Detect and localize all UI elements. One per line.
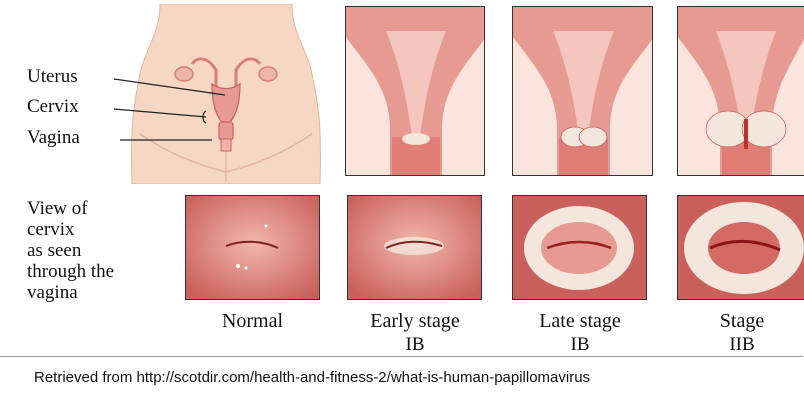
uterus-label: Uterus bbox=[27, 66, 78, 87]
cross-section-late-stage bbox=[512, 6, 653, 176]
view-line-5: vagina bbox=[27, 282, 187, 303]
cross-section-early-stage bbox=[345, 6, 485, 176]
stage-label-early-line2: IB bbox=[340, 333, 490, 357]
cervix-view-description: View of cervix as seen through the vagin… bbox=[27, 198, 187, 303]
source-caption: Retrieved from http://scotdir.com/health… bbox=[34, 369, 590, 386]
stage-label-iib: Stage IIB bbox=[680, 309, 804, 357]
stage-label-late-line1: Late stage bbox=[539, 310, 621, 332]
view-line-3: as seen bbox=[27, 240, 187, 261]
source-caption-bar: Retrieved from http://scotdir.com/health… bbox=[0, 356, 803, 397]
stage-label-late-line2: IB bbox=[505, 333, 655, 357]
stage-label-iib-line1: Stage bbox=[720, 310, 764, 332]
cross-section-stage-iib bbox=[677, 6, 804, 176]
view-line-1: View of bbox=[27, 198, 187, 219]
stage-label-early-line1: Early stage bbox=[370, 310, 459, 332]
cervix-view-normal bbox=[185, 195, 320, 300]
cervix-label: Cervix bbox=[27, 96, 79, 117]
stage-label-normal-line1: Normal bbox=[222, 310, 283, 332]
cervix-view-early-stage bbox=[347, 195, 482, 300]
cervix-view-stage-iib bbox=[677, 195, 804, 300]
view-line-2: cervix bbox=[27, 219, 187, 240]
vagina-label: Vagina bbox=[27, 127, 80, 148]
stage-label-late-ib: Late stage IB bbox=[505, 309, 655, 357]
stage-label-early-ib: Early stage IB bbox=[340, 309, 490, 357]
view-line-4: through the bbox=[27, 261, 187, 282]
stage-label-normal: Normal bbox=[185, 309, 320, 333]
stage-label-iib-line2: IIB bbox=[680, 333, 804, 357]
cervix-view-late-stage bbox=[512, 195, 647, 300]
